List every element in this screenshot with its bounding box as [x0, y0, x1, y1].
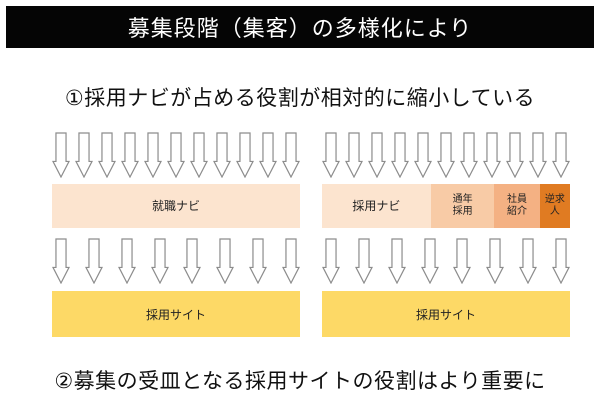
down-arrow-icon [151, 238, 169, 284]
down-arrow-icon [236, 132, 254, 178]
channel-segment-3: 逆求 人 [539, 184, 570, 228]
down-arrow-icon [183, 238, 201, 284]
right-diagram: 採用ナビ 通年 採用 社員 紹介逆求 人 採用サイト [322, 132, 570, 342]
down-arrow-icon [414, 132, 432, 178]
point-two-text: ②募集の受皿となる採用サイトの役割はより重要に [54, 369, 546, 393]
down-arrow-icon [85, 238, 103, 284]
down-arrow-icon [460, 132, 478, 178]
channel-segment-label: 通年 採用 [452, 193, 473, 218]
channel-segment-label: 採用ナビ [352, 198, 401, 213]
down-arrow-icon [118, 238, 136, 284]
down-arrow-icon [552, 238, 570, 284]
down-arrow-icon [437, 132, 455, 178]
left-recruit-site-label: 採用サイト [145, 307, 206, 322]
down-arrow-icon [388, 238, 406, 284]
down-arrow-icon [368, 132, 386, 178]
down-arrow-icon [519, 238, 537, 284]
job-navi-bar: 就職ナビ [52, 184, 300, 228]
down-arrow-icon [259, 132, 277, 178]
down-arrow-icon [486, 238, 504, 284]
down-arrow-icon [552, 132, 570, 178]
channel-breakdown-bar: 採用ナビ 通年 採用 社員 紹介逆求 人 [322, 184, 570, 228]
right-bottom-arrow-row [322, 238, 570, 285]
down-arrow-icon [282, 238, 300, 284]
down-arrow-icon [249, 238, 267, 284]
right-recruit-site-label: 採用サイト [415, 307, 476, 322]
down-arrow-icon [483, 132, 501, 178]
down-arrow-icon [453, 238, 471, 284]
down-arrow-icon [75, 132, 93, 178]
right-recruit-site-box: 採用サイト [322, 291, 570, 337]
down-arrow-icon [282, 132, 300, 178]
down-arrow-icon [98, 132, 116, 178]
channel-segment-label: 逆求 人 [544, 193, 565, 218]
left-bottom-arrow-row [52, 238, 300, 285]
point-one-text: ①採用ナビが占める役割が相対的に縮小している [64, 86, 536, 110]
down-arrow-icon [52, 238, 70, 284]
down-arrow-icon [506, 132, 524, 178]
down-arrow-icon [322, 238, 340, 284]
channel-segment-0: 採用ナビ [322, 184, 431, 228]
right-top-arrow-row [322, 132, 570, 179]
down-arrow-icon [322, 132, 340, 178]
down-arrow-icon [121, 132, 139, 178]
channel-segment-2: 社員 紹介 [494, 184, 540, 228]
down-arrow-icon [144, 132, 162, 178]
down-arrow-icon [355, 238, 373, 284]
left-top-arrow-row [52, 132, 300, 179]
job-navi-segment: 就職ナビ [52, 184, 300, 228]
header-banner: 募集段階（集客）の多様化により [6, 6, 594, 48]
down-arrow-icon [216, 238, 234, 284]
left-diagram: 就職ナビ 採用サイト [52, 132, 300, 342]
down-arrow-icon [345, 132, 363, 178]
down-arrow-icon [190, 132, 208, 178]
down-arrow-icon [421, 238, 439, 284]
channel-segment-1: 通年 採用 [430, 184, 495, 228]
left-recruit-site-box: 採用サイト [52, 291, 300, 337]
header-title: 募集段階（集客）の多様化により [127, 17, 473, 42]
down-arrow-icon [529, 132, 547, 178]
channel-segment-label: 社員 紹介 [507, 193, 528, 218]
down-arrow-icon [213, 132, 231, 178]
down-arrow-icon [52, 132, 70, 178]
down-arrow-icon [167, 132, 185, 178]
job-navi-label: 就職ナビ [151, 198, 200, 213]
down-arrow-icon [391, 132, 409, 178]
